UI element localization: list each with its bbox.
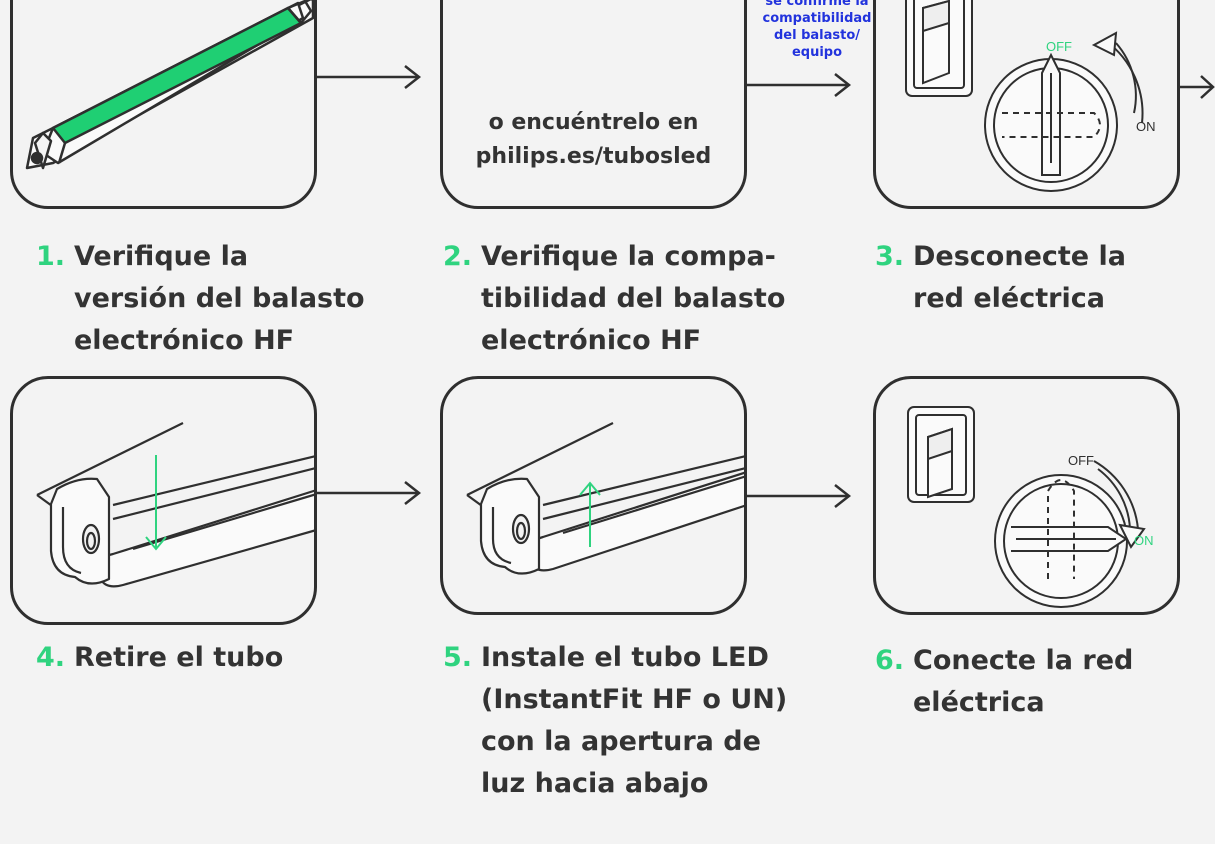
caption-step-2: 2. Verifique la compa- tibilidad del bal… — [443, 236, 785, 362]
caption-step-1: 1. Verifique la versión del balasto elec… — [36, 236, 365, 362]
step-text: Verifique la versión del balasto electró… — [74, 241, 365, 356]
caption-step-3: 3. Desconecte la red eléctrica — [875, 236, 1126, 320]
panel-step-6: OFF ON — [873, 376, 1180, 615]
panel-step-2: o encuéntrelo en philips.es/tubosled — [440, 0, 747, 209]
step-number: 3. — [875, 241, 905, 272]
step-text: Verifique la compa- tibilidad del balast… — [481, 241, 786, 356]
switch-on-illustration: OFF ON — [907, 406, 1154, 608]
website-text: o encuéntrelo en philips.es/tubosled — [475, 110, 712, 169]
arrow-4-5 — [317, 481, 422, 505]
on-label: ON — [1136, 119, 1156, 134]
caption-step-6: 6. Conecte la red eléctrica — [875, 640, 1133, 724]
caption-step-5: 5. Instale el tubo LED (InstantFit HF o … — [443, 637, 787, 805]
step-number: 4. — [36, 642, 66, 673]
panel-step-4 — [10, 376, 317, 625]
panel-step-1 — [10, 0, 317, 209]
step-number: 1. — [36, 241, 66, 272]
off-label: OFF — [1068, 453, 1094, 468]
panel-step-5 — [440, 376, 747, 615]
remove-tube-illustration — [36, 422, 314, 588]
panel-step-3: OFF ON — [873, 0, 1180, 209]
step-text: Desconecte la red eléctrica — [913, 241, 1126, 314]
switch-off-illustration: OFF ON — [905, 0, 1156, 192]
step-number: 2. — [443, 241, 473, 272]
compatibility-note: se confirme la compatibilidad del balast… — [762, 0, 872, 60]
arrow-2-3 — [747, 73, 852, 97]
arrow-3-next — [1180, 75, 1215, 99]
arrow-5-6 — [747, 484, 852, 508]
ballast-illustration — [25, 0, 314, 170]
caption-step-4: 4. Retire el tubo — [36, 637, 283, 679]
step-text: Instale el tubo LED (InstantFit HF o UN)… — [481, 642, 788, 799]
step-number: 5. — [443, 642, 473, 673]
arrow-1-2 — [317, 65, 422, 89]
install-tube-illustration — [466, 422, 744, 575]
off-label: OFF — [1046, 39, 1072, 54]
step-number: 6. — [875, 645, 905, 676]
step-text: Retire el tubo — [74, 642, 284, 673]
on-label: ON — [1134, 533, 1154, 548]
step-text: Conecte la red eléctrica — [913, 645, 1134, 718]
